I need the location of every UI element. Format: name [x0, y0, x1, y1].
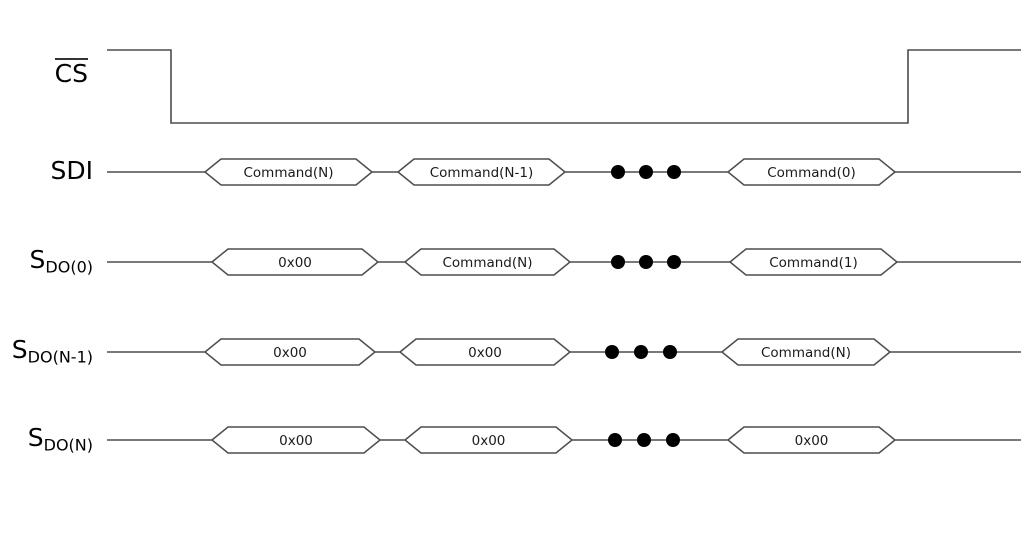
- bus-label-sdoN1-2: Command(N): [761, 345, 851, 361]
- bus-label-sdi-2: Command(0): [767, 165, 856, 181]
- ellipsis-dot-sdi-0: [611, 165, 625, 179]
- ellipsis-dot-sdi-1: [639, 165, 653, 179]
- bus-label-sdo0-2: Command(1): [769, 255, 858, 271]
- signal-label-sdo-n: SDO(N): [0, 425, 93, 453]
- bus-label-sdoN1-0: 0x00: [273, 345, 307, 361]
- signal-label-sdo-n-1: SDO(N-1): [0, 337, 93, 365]
- signal-label-sdo-n-1-sub: DO(N-1): [27, 347, 93, 367]
- signal-label-sdo0-sub: DO(0): [45, 257, 93, 277]
- signal-label-sdo-n-1-base: S: [11, 335, 28, 364]
- bus-label-sdoN-2: 0x00: [795, 433, 829, 449]
- signal-label-sdi: SDI: [0, 156, 94, 185]
- signal-label-sdo0-base: S: [29, 245, 46, 274]
- ellipsis-dot-sdoN1-1: [634, 345, 648, 359]
- ellipsis-dot-sdoN1-0: [605, 345, 619, 359]
- bus-label-sdi-0: Command(N): [243, 165, 333, 181]
- ellipsis-dot-sdo0-1: [639, 255, 653, 269]
- signal-label-sdi-text: SDI: [50, 156, 94, 185]
- signal-label-sdo-n-sub: DO(N): [43, 435, 93, 455]
- bus-label-sdoN-1: 0x00: [472, 433, 506, 449]
- waveform-cs: [107, 49, 1021, 124]
- signal-label-cs: CS: [0, 58, 88, 87]
- ellipsis-dot-sdoN-2: [666, 433, 680, 447]
- bus-label-sdo0-0: 0x00: [278, 255, 312, 271]
- bus-label-sdo0-1: Command(N): [442, 255, 532, 271]
- ellipsis-dot-sdi-2: [667, 165, 681, 179]
- signal-label-sdo-n-base: S: [27, 423, 44, 452]
- bus-label-sdoN-0: 0x00: [279, 433, 313, 449]
- signal-label-sdo0: SDO(0): [0, 247, 93, 275]
- ellipsis-dot-sdoN-0: [608, 433, 622, 447]
- ellipsis-dot-sdoN-1: [637, 433, 651, 447]
- ellipsis-dot-sdo0-0: [611, 255, 625, 269]
- ellipsis-dot-sdo0-2: [667, 255, 681, 269]
- bus-label-sdoN1-1: 0x00: [468, 345, 502, 361]
- bus-label-sdi-1: Command(N-1): [430, 165, 533, 181]
- signal-label-cs-text: CS: [54, 59, 88, 88]
- ellipsis-dot-sdoN1-2: [663, 345, 677, 359]
